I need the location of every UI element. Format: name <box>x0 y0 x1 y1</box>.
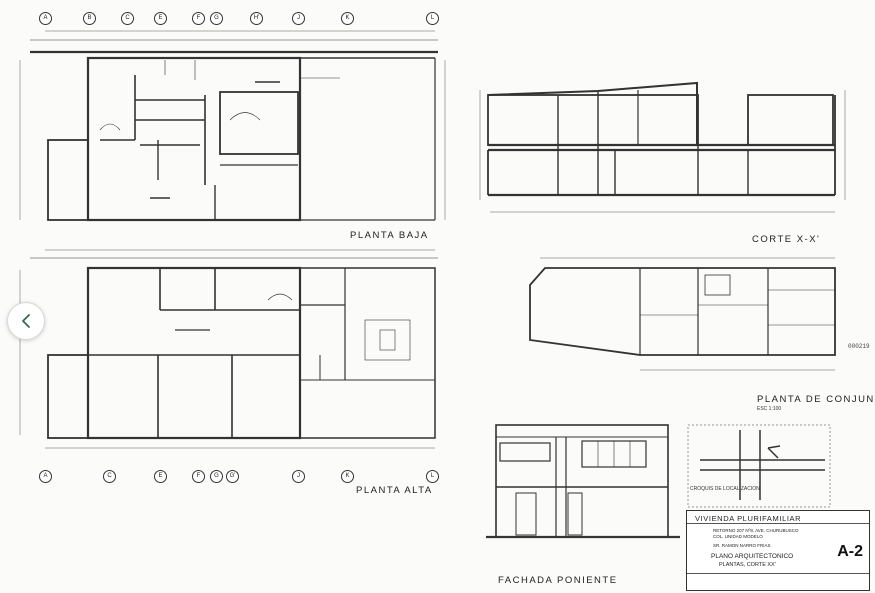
grid-bubble: A <box>39 12 52 25</box>
ground-floor-title: PLANTA BAJA <box>350 230 429 241</box>
project-name: VIVIENDA PLURIFAMILIAR <box>695 514 802 523</box>
grid-bubble: K <box>341 470 354 483</box>
grid-bubble: A <box>39 470 52 483</box>
project-address-line2: COL. UNIDAD MODELO <box>713 534 763 539</box>
grid-bubble: E <box>154 12 167 25</box>
grid-bubble: J <box>292 470 305 483</box>
grid-bubble: G' <box>226 470 239 483</box>
grid-bubble: E <box>154 470 167 483</box>
chevron-left-icon <box>22 314 30 328</box>
grid-bubble: L <box>426 470 439 483</box>
grid-bubble: C <box>103 470 116 483</box>
location-sketch-label: CROQUIS DE LOCALIZACION <box>690 486 760 492</box>
site-plan-scale: ESC 1:100 <box>757 406 782 412</box>
grid-bubble: J <box>292 12 305 25</box>
grid-bubble: F <box>192 470 205 483</box>
project-owner: SR. RAMON NARRO FRIAS <box>713 543 771 548</box>
grid-bubble: G <box>210 470 223 483</box>
sheet-title: PLANO ARQUITECTONICO <box>711 553 794 560</box>
project-address-line1: RETORNO 207 Nº8, AVE. CHURUBUSCO <box>713 528 799 533</box>
grid-bubble: F <box>192 12 205 25</box>
grid-bubble: L <box>426 12 439 25</box>
grid-bubble: K <box>341 12 354 25</box>
section-title: CORTE X-X' <box>752 234 821 245</box>
site-plan-title: PLANTA DE CONJUNTO <box>757 394 875 405</box>
page-code: 000219 <box>848 343 870 350</box>
grid-bubble: C <box>121 12 134 25</box>
grid-bubble: B <box>83 12 96 25</box>
sheet-subtitle: PLANTAS, CORTE XX' <box>719 562 776 568</box>
upper-floor-title: PLANTA ALTA <box>356 485 433 496</box>
west-facade-title: FACHADA PONIENTE <box>498 575 618 586</box>
previous-page-button[interactable] <box>7 302 45 340</box>
sheet-number: A-2 <box>837 543 863 560</box>
grid-bubble: H' <box>250 12 263 25</box>
title-block: VIVIENDA PLURIFAMILIAR RETORNO 207 Nº8, … <box>686 510 870 591</box>
grid-bubble: G <box>210 12 223 25</box>
